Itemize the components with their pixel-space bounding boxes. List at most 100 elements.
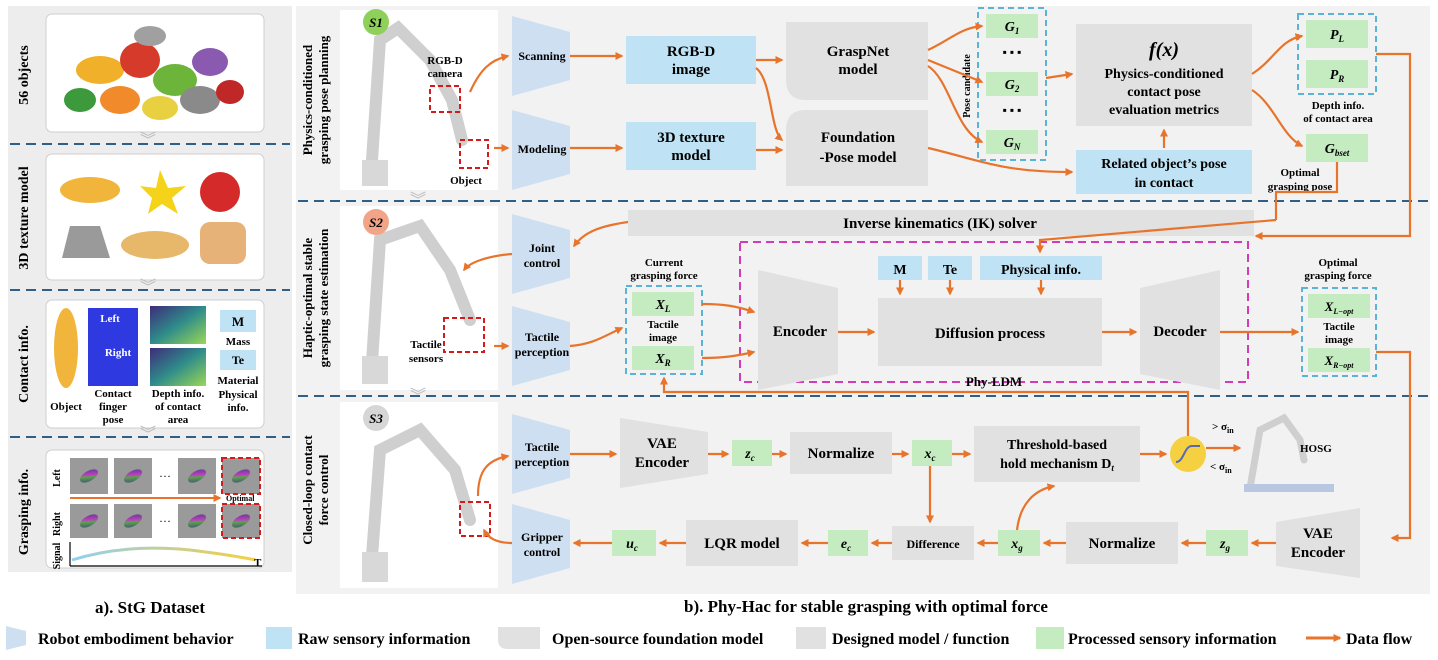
optimal-force-label: grasping force xyxy=(1304,270,1371,282)
modeling-block xyxy=(512,110,570,190)
vae-encoder-label: Encoder xyxy=(635,455,690,471)
gn-box xyxy=(986,130,1038,154)
uc-label: uc xyxy=(626,537,638,553)
mass-label: Mass xyxy=(226,336,251,348)
legend-open-label: Open-source foundation model xyxy=(552,631,764,648)
flow-arrow xyxy=(927,65,984,144)
finger-right-label: Right xyxy=(105,347,132,359)
legend-robot-label: Robot embodiment behavior xyxy=(38,631,234,648)
related-pose-label: in contact xyxy=(1135,176,1194,191)
toast-model xyxy=(200,222,246,264)
evaluation-label: Physics-conditioned xyxy=(1104,67,1223,82)
foundation-pose-label: Foundation xyxy=(821,130,896,146)
normalize-2-label: Normalize xyxy=(1089,536,1156,552)
chevron-down-icon: ︾ xyxy=(410,387,426,405)
flow-arrow xyxy=(468,53,510,93)
optimal-pose-label: Optimal xyxy=(1280,167,1319,179)
finger-left-label: Left xyxy=(100,313,120,325)
gripper-control-block xyxy=(512,504,570,584)
material-label: info. xyxy=(227,402,248,414)
xropt-label: XR−opt xyxy=(1323,353,1354,370)
joint-control-label: control xyxy=(524,256,561,270)
depth-map-right xyxy=(150,348,206,386)
flow-arrow xyxy=(755,67,784,141)
chevron-down-icon: ︾ xyxy=(140,131,156,149)
material-symbol: Te xyxy=(232,353,245,367)
candidate-ellipsis: ▪ ▪ ▪ xyxy=(1003,45,1022,59)
phy-ldm-label: Phy-LDM xyxy=(966,374,1022,389)
s2-side-label: Haptic-optimal stable xyxy=(300,238,315,358)
flow-arrow xyxy=(1251,33,1304,75)
contact-depth-label: of contact area xyxy=(1303,113,1373,125)
flow-arrow xyxy=(1015,483,1056,531)
m-label: M xyxy=(893,263,906,278)
camera-label: RGB-D xyxy=(427,55,463,67)
difference-label: Difference xyxy=(906,537,960,551)
zc-box xyxy=(732,440,772,466)
camera-highlight xyxy=(429,85,461,113)
vae-encoder-label: VAE xyxy=(647,436,677,452)
xropt-box xyxy=(1308,348,1370,372)
physical-info-label: Physical info. xyxy=(1001,263,1081,278)
dataset-label-grasping: Grasping info. xyxy=(17,469,32,555)
optimal-label: Optimal xyxy=(226,494,255,503)
pr-label: PR xyxy=(1330,68,1345,84)
related-pose-box xyxy=(1076,150,1252,194)
zg-box xyxy=(1206,530,1248,556)
gripper-control-label: Gripper xyxy=(521,530,564,544)
xlopt-box xyxy=(1308,294,1370,318)
stage-s3: Closed-loop contact force control S3 Tac… xyxy=(300,376,1360,588)
flow-arrow xyxy=(927,146,1074,176)
legend-robot-swatch xyxy=(6,626,26,650)
pose-candidate-frame xyxy=(977,7,1047,161)
legend-processed-label: Processed sensory information xyxy=(1068,631,1277,648)
physical-info-box xyxy=(980,256,1102,280)
s1-badge xyxy=(363,9,389,35)
flow-arrow xyxy=(1254,52,1412,240)
legend-designed-swatch xyxy=(796,627,826,649)
s3-badge xyxy=(363,405,389,431)
rgbd-image-box xyxy=(626,36,756,84)
s3-tactile-perception-block xyxy=(512,414,570,494)
decoder-label: Decoder xyxy=(1153,324,1207,340)
finger-pose-label: finger xyxy=(99,401,127,413)
hosg-robot-image xyxy=(1244,413,1334,492)
tactile-frame-optimal xyxy=(221,503,261,539)
caption-b: b). Phy-Hac for stable grasping with opt… xyxy=(684,597,1048,616)
evaluation-label: contact pose xyxy=(1127,85,1201,100)
gn-label: GN xyxy=(1004,136,1021,152)
grasp-right-label: Right xyxy=(52,511,63,536)
flow-arrow xyxy=(660,376,1190,436)
flow-arrow xyxy=(569,326,624,348)
vae-encoder-label: VAE xyxy=(1303,526,1333,542)
zg-label: zg xyxy=(1219,537,1230,553)
ec-box xyxy=(828,530,868,556)
depth-map-left xyxy=(150,306,206,344)
sigmoid-switch-icon xyxy=(1170,436,1206,472)
modeling-label: Modeling xyxy=(518,142,567,156)
lqr-model-box xyxy=(686,520,798,566)
xl-label: XL xyxy=(655,298,671,314)
g1-label: G1 xyxy=(1005,20,1020,36)
threshold-label: Threshold-based xyxy=(1007,438,1107,453)
flow-arrow xyxy=(1274,162,1339,220)
corn-model xyxy=(60,177,120,203)
s3-side-label: force control xyxy=(316,454,331,525)
grasp-signal-label: Signal xyxy=(52,542,63,569)
tactile-sensors-label: Tactile xyxy=(410,339,441,351)
xlopt-label: XL−opt xyxy=(1324,299,1354,316)
object-corn xyxy=(54,308,78,388)
texture-model-label: model xyxy=(671,148,710,164)
s3-tactile-perception-label: Tactile xyxy=(525,440,560,454)
graspnet-label: GraspNet xyxy=(827,44,890,60)
g1-box xyxy=(986,14,1038,38)
foundation-pose-box xyxy=(786,110,928,186)
xr-box xyxy=(632,346,694,370)
related-pose-label: Related object’s pose xyxy=(1101,157,1226,172)
object-highlight xyxy=(459,139,489,169)
s3-tactile-perception-label: perception xyxy=(515,455,570,469)
bread-model xyxy=(121,231,189,259)
legend: Robot embodiment behavior Raw sensory in… xyxy=(6,626,1413,650)
texture-model-label: 3D texture xyxy=(657,130,725,146)
